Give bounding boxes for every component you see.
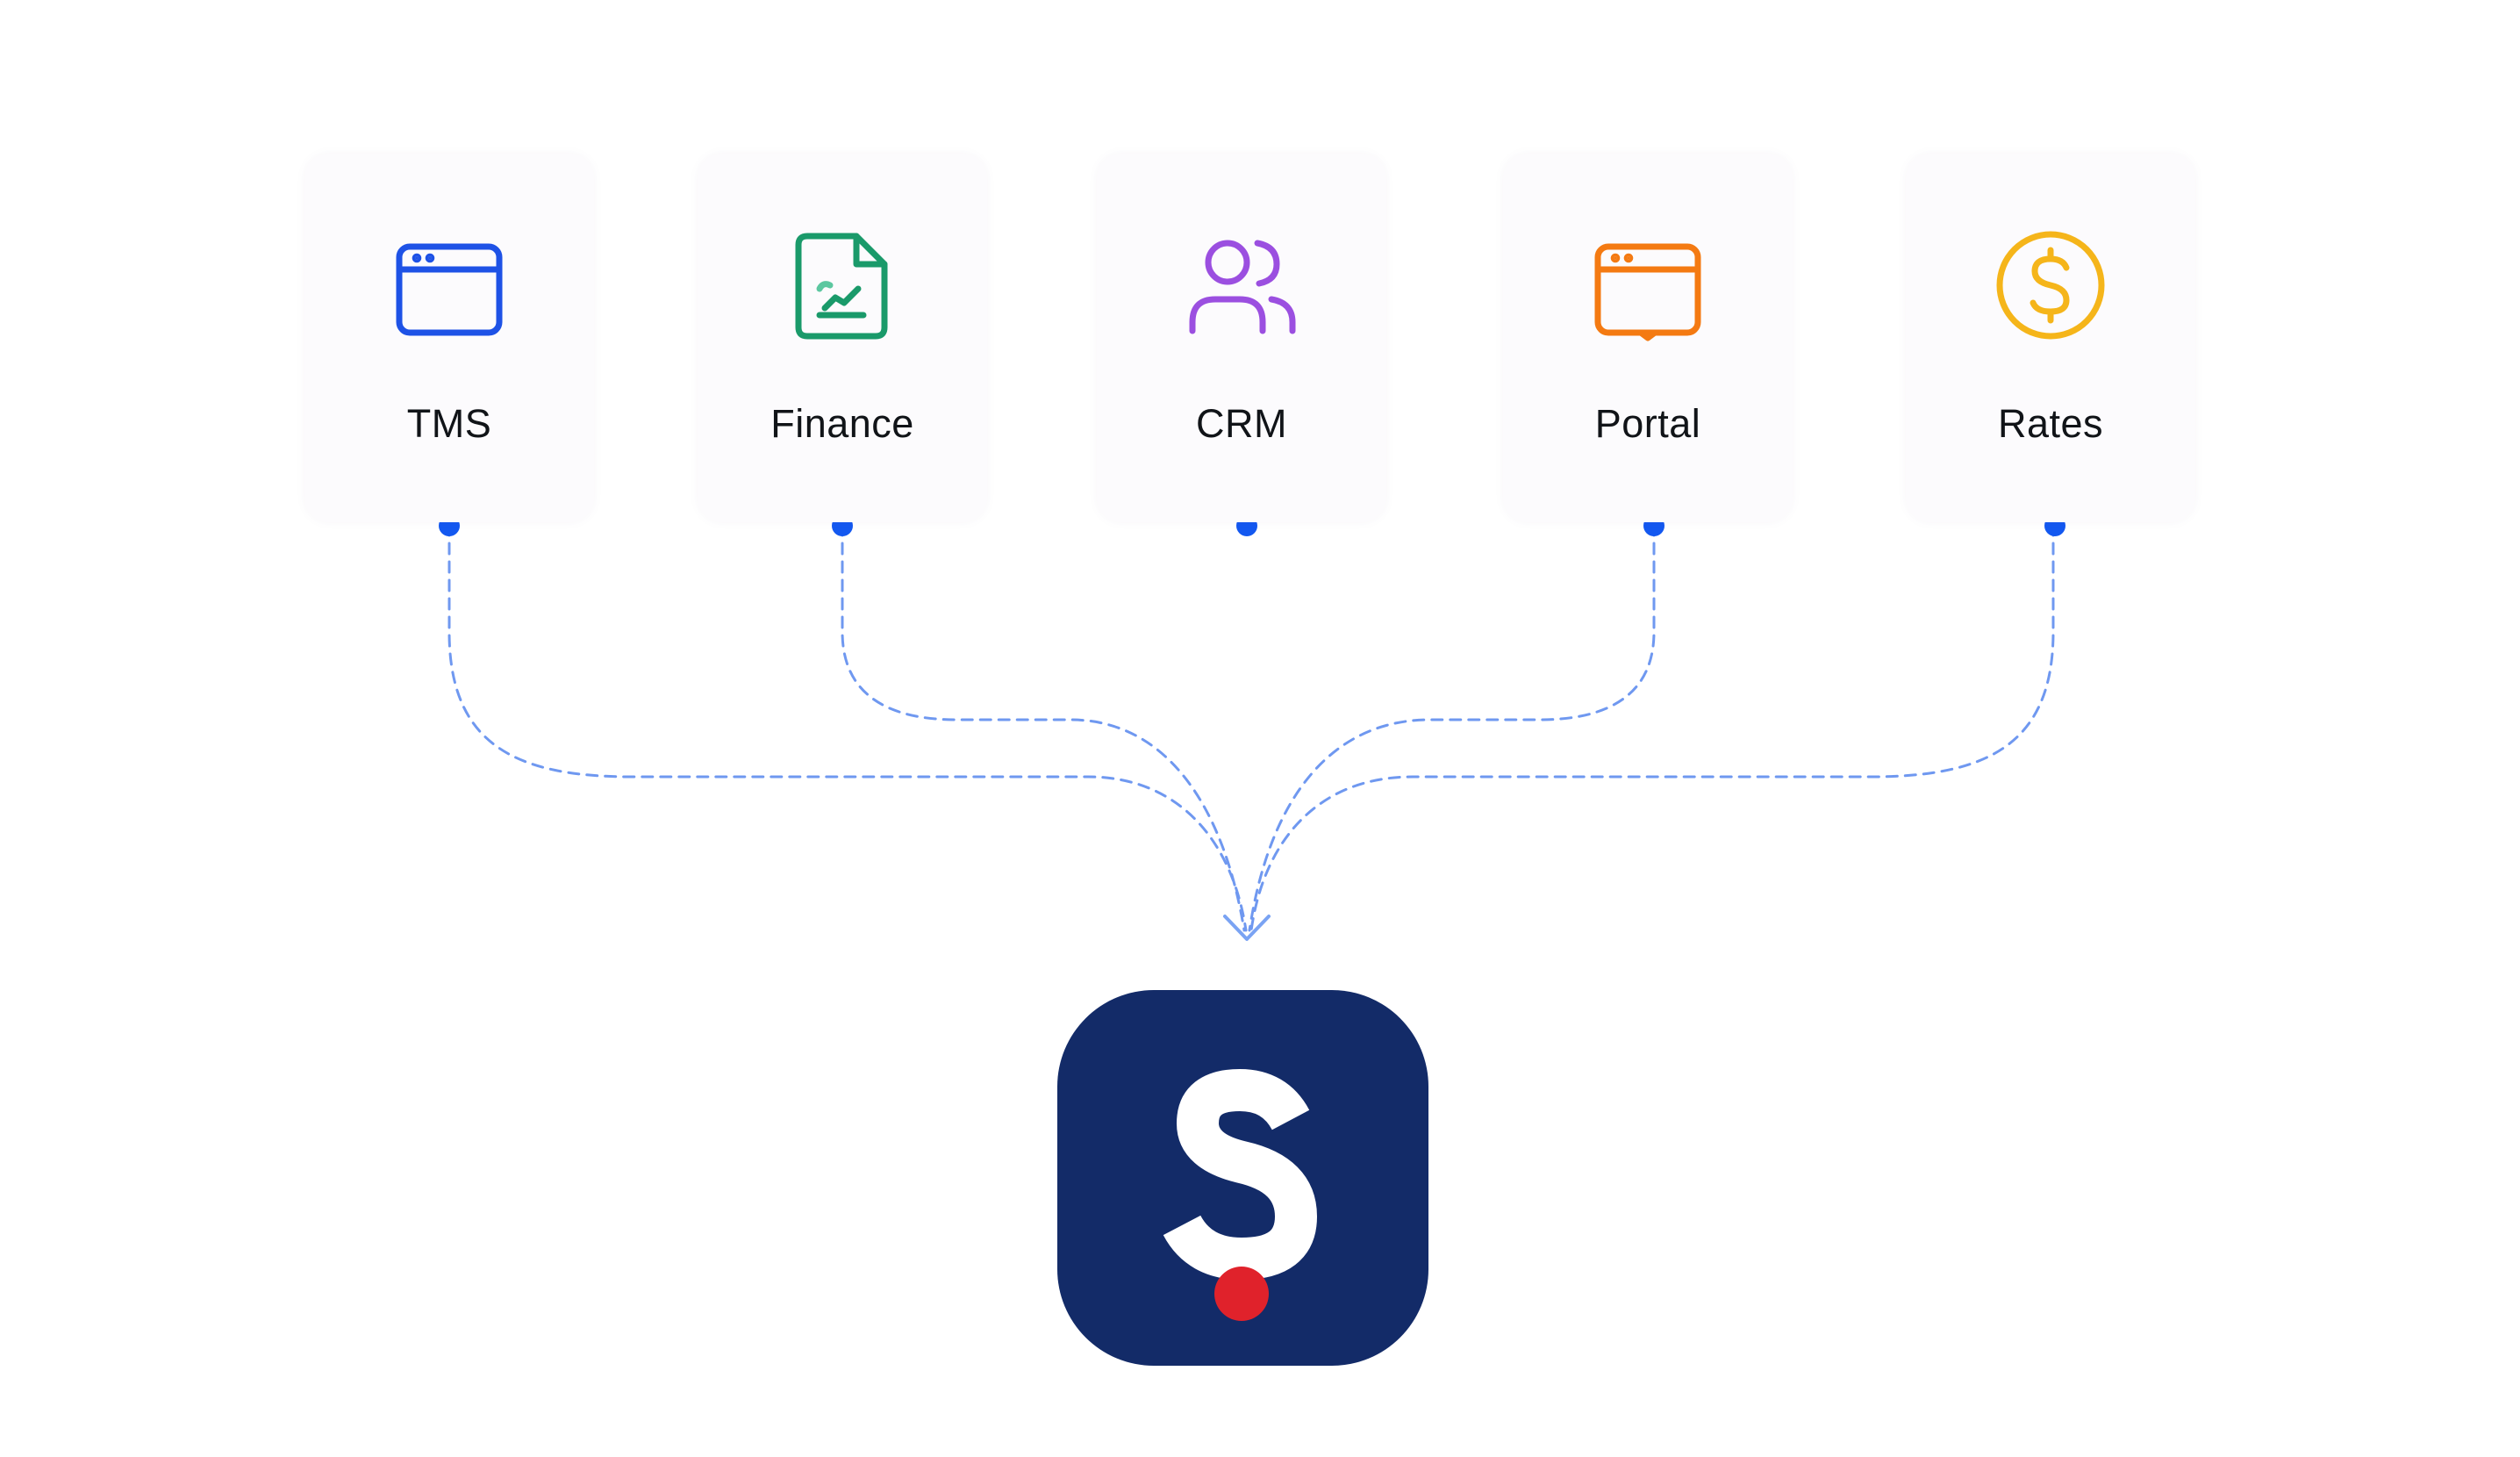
arrow-head-icon xyxy=(1223,915,1271,941)
source-label-finance: Finance xyxy=(770,401,914,446)
app-logo-icon xyxy=(1057,990,1428,1366)
source-label-tms: TMS xyxy=(406,401,492,446)
source-card-rates: Rates xyxy=(1906,154,2195,522)
connector-portal xyxy=(1248,523,1656,932)
browser-window-icon xyxy=(1586,224,1709,347)
connector-finance xyxy=(841,523,1246,932)
source-card-tms: TMS xyxy=(304,154,594,522)
document-chart-icon xyxy=(781,224,904,347)
browser-window-icon xyxy=(388,224,511,347)
connector-tms xyxy=(447,523,1248,932)
connector-rates xyxy=(1249,523,2055,932)
source-card-finance: Finance xyxy=(698,154,987,522)
dollar-circle-icon xyxy=(1989,224,2112,347)
source-card-crm: CRM xyxy=(1097,154,1386,522)
source-card-portal: Portal xyxy=(1503,154,1793,522)
users-icon xyxy=(1180,224,1303,347)
source-label-portal: Portal xyxy=(1594,401,1701,446)
source-label-rates: Rates xyxy=(1997,401,2104,446)
source-label-crm: CRM xyxy=(1196,401,1287,446)
